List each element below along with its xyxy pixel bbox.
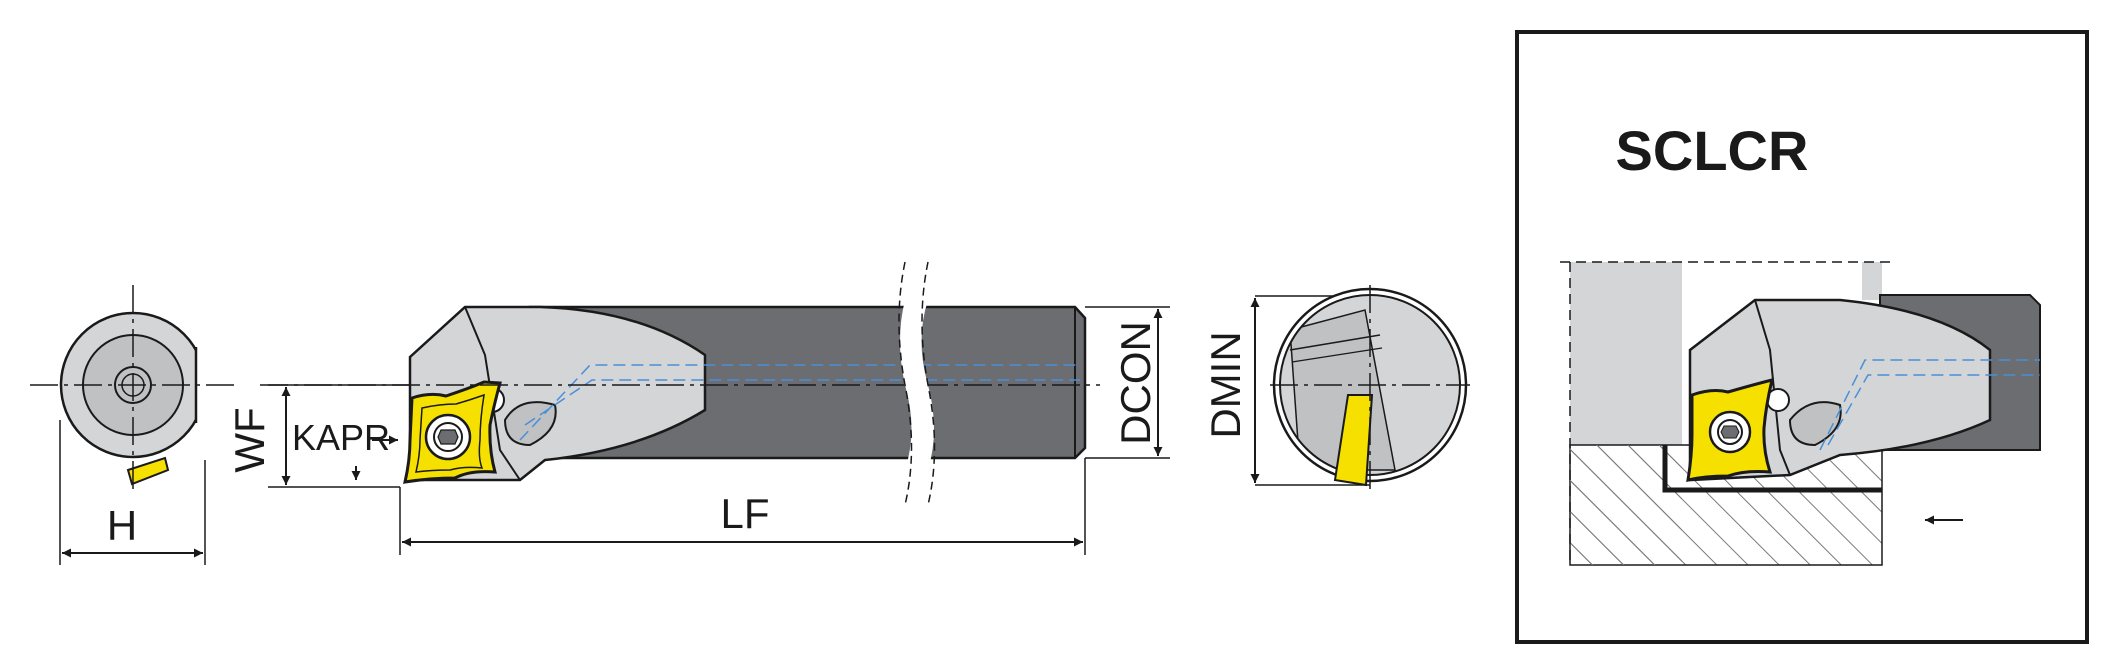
end-view-right: DMIN	[1202, 285, 1470, 490]
label-lf: LF	[720, 490, 769, 537]
designation-detail-box: SCLCR	[1515, 30, 2089, 644]
workpiece-bore-wall	[1570, 262, 1682, 445]
label-kapr: KAPR	[292, 417, 390, 458]
label-dcon: DCON	[1112, 321, 1159, 445]
label-h: H	[107, 502, 137, 549]
end-view-right-insert	[1333, 394, 1374, 487]
end-view-left: H	[30, 285, 240, 565]
designation-title: SCLCR	[1616, 119, 1809, 182]
label-wf: WF	[226, 407, 273, 472]
label-dmin: DMIN	[1202, 331, 1249, 438]
end-view-left-insert	[126, 456, 170, 486]
break-gap	[900, 300, 934, 470]
machined-contour	[1662, 445, 1882, 493]
side-view: WF KAPR LF DCON	[226, 261, 1170, 555]
workpiece-shoulder	[1862, 262, 1882, 300]
